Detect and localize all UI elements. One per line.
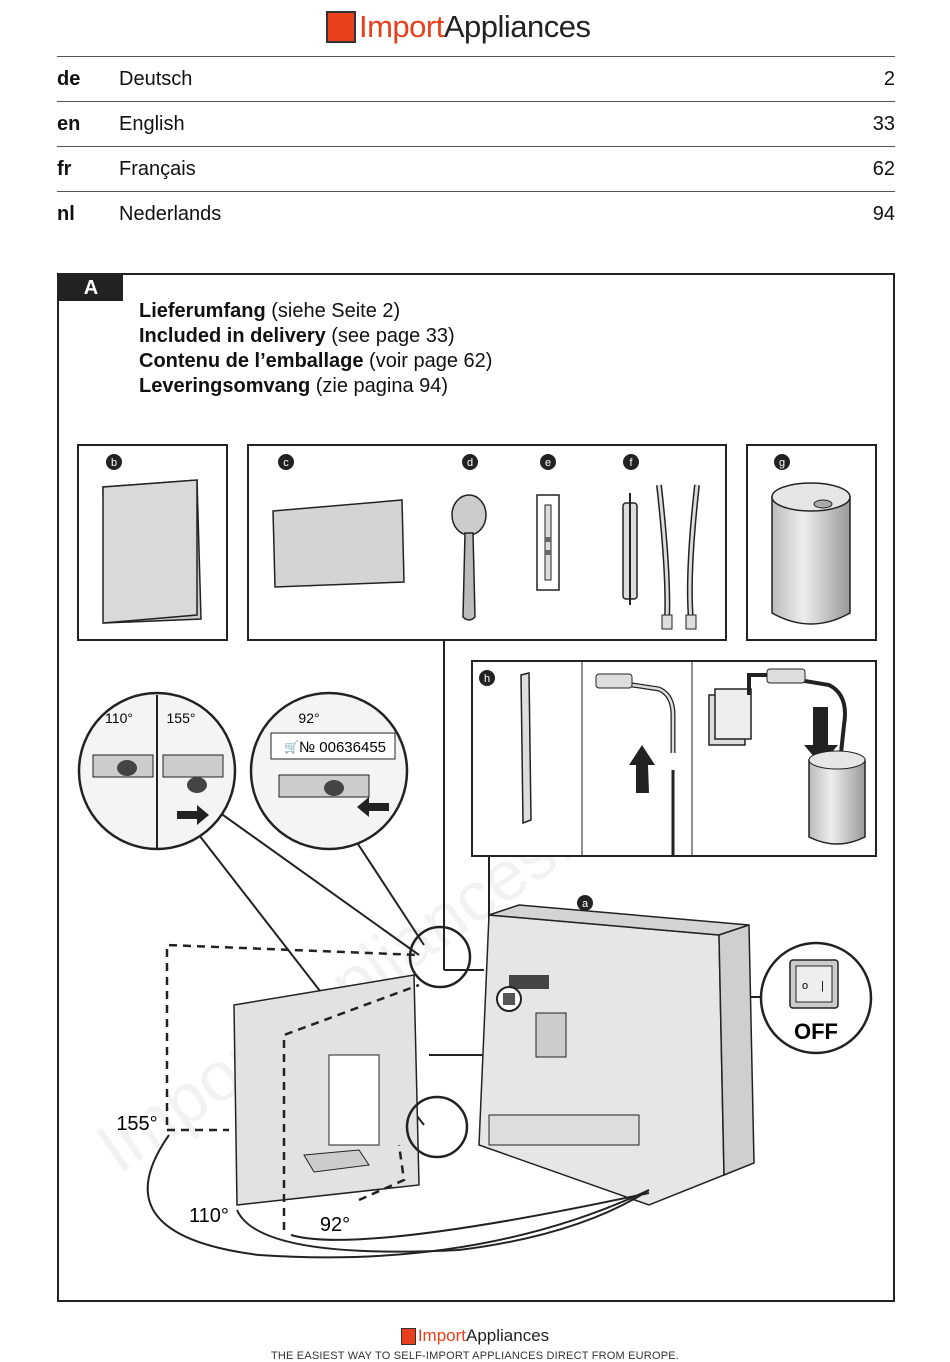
toc-language: Deutsch xyxy=(119,67,193,90)
hinge-detail-right: 92° 🛒 № 00636455 xyxy=(249,691,409,851)
angle-92-label: 92° xyxy=(298,710,319,726)
delivery-illustration: ImportAppliances.com b c d xyxy=(77,444,877,1259)
brand-logo: ImportAppliances xyxy=(326,8,591,46)
booklet-icon xyxy=(102,479,202,624)
toc-code: de xyxy=(57,67,81,90)
footer-logo-square-icon xyxy=(400,1327,416,1345)
box-c-f: c d e f xyxy=(247,444,727,641)
logo-square-icon xyxy=(326,11,356,43)
extension-tube-icon xyxy=(520,672,532,825)
toc-code: en xyxy=(57,112,81,135)
door-angle-92: 92° xyxy=(320,1214,350,1236)
toc-page: 62 xyxy=(872,157,895,180)
footer-tagline: THE EASIEST WAY TO SELF-IMPORT APPLIANCE… xyxy=(270,1349,680,1362)
toc-language: Nederlands xyxy=(119,202,222,225)
angle-110-label: 110° xyxy=(105,710,133,726)
door-angle-155: 155° xyxy=(116,1113,157,1135)
toc-code: nl xyxy=(57,202,75,225)
intro-line-de: Lieferumfang (siehe Seite 2) xyxy=(139,300,401,322)
label-e: e xyxy=(545,457,551,469)
toc-page: 2 xyxy=(883,67,895,90)
switch-o-mark: o xyxy=(802,980,808,992)
footer: ImportAppliances THE EASIEST WAY TO SELF… xyxy=(0,1326,950,1362)
label-c: c xyxy=(283,457,289,469)
footer-logo-appliances: Appliances xyxy=(466,1326,550,1345)
toc-row[interactable]: nl Nederlands 94 xyxy=(57,192,895,236)
off-label: OFF xyxy=(794,1019,838,1044)
door-angle-110: 110° xyxy=(189,1205,229,1227)
label-h: h xyxy=(484,673,490,685)
toc-page: 94 xyxy=(872,202,895,225)
power-switch-detail: o | OFF xyxy=(759,941,873,1055)
intro-line-fr: Contenu de l’emballage (voir page 62) xyxy=(139,350,493,372)
quick-guide-icon xyxy=(272,499,405,588)
door-positions xyxy=(165,943,420,1230)
box-g: g xyxy=(746,444,877,641)
toc-language: English xyxy=(119,112,185,135)
label-f: f xyxy=(629,457,633,469)
language-toc: de Deutsch 2 en English 33 fr Français 6… xyxy=(57,56,895,236)
box-b: b xyxy=(77,444,228,641)
delivery-intro: Lieferumfang (siehe Seite 2) Included in… xyxy=(139,299,492,399)
switch-i-mark: | xyxy=(821,980,824,992)
part-number: № 00636455 xyxy=(299,739,386,756)
figure-a: A Lieferumfang (siehe Seite 2) Included … xyxy=(57,273,895,1302)
filter-insert-icon xyxy=(708,668,866,845)
toc-row[interactable]: en English 33 xyxy=(57,102,895,147)
footer-logo: ImportAppliances xyxy=(400,1326,550,1346)
label-b: b xyxy=(111,457,117,469)
figure-tag: A xyxy=(59,275,123,301)
coffee-machine-illustration: a xyxy=(233,895,755,1206)
box-h: h xyxy=(471,660,877,857)
door-swing-arcs xyxy=(146,1134,650,1259)
measuring-spoon-icon xyxy=(451,494,487,621)
hose-insert-icon xyxy=(595,673,676,856)
hinge-detail-left: 110° 155° xyxy=(77,691,237,851)
toc-page: 33 xyxy=(872,112,895,135)
intro-line-nl: Leveringsomvang (zie pagina 94) xyxy=(139,375,449,397)
test-strip-icon xyxy=(536,494,560,591)
toc-code: fr xyxy=(57,157,72,180)
label-d: d xyxy=(467,457,473,469)
label-a: a xyxy=(582,898,589,910)
footer-logo-import: Import xyxy=(417,1326,466,1345)
angle-155-label: 155° xyxy=(167,710,196,726)
intro-line-en: Included in delivery (see page 33) xyxy=(139,325,455,347)
water-filter-icon xyxy=(771,482,851,625)
toc-row[interactable]: de Deutsch 2 xyxy=(57,57,895,102)
toc-language: Français xyxy=(119,157,196,180)
cart-icon: 🛒 xyxy=(284,740,299,754)
water-hose-icon xyxy=(622,484,700,630)
toc-row[interactable]: fr Français 62 xyxy=(57,147,895,192)
label-g: g xyxy=(779,457,785,469)
logo-text-appliances: Appliances xyxy=(443,9,591,44)
logo-text-import: Import xyxy=(359,9,444,44)
